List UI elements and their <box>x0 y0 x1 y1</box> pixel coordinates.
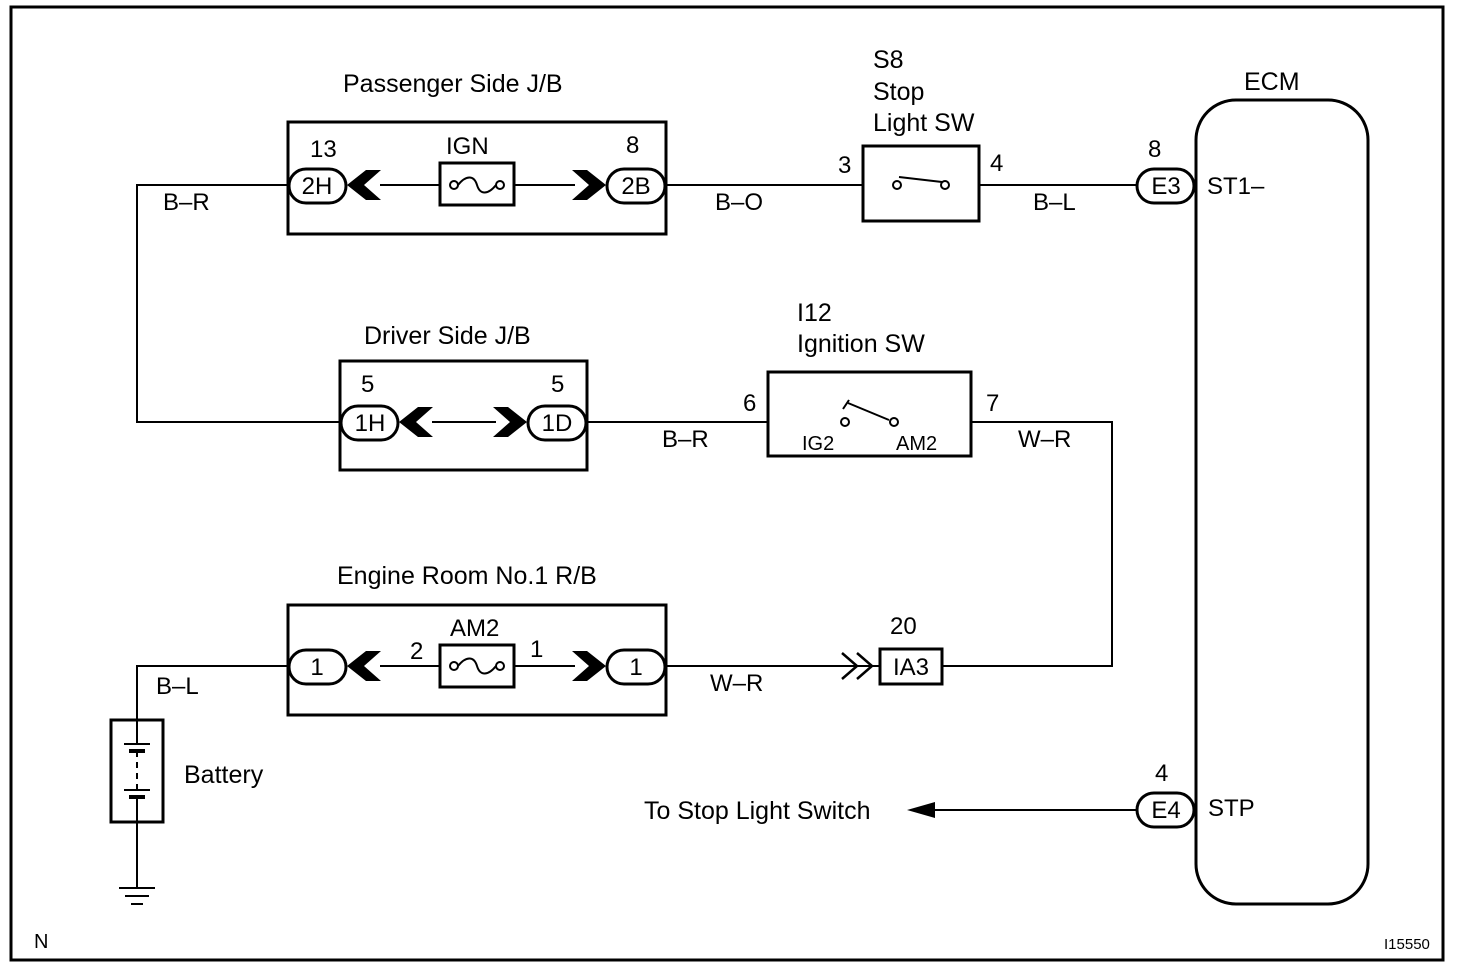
ecm-top-pin: 8 <box>1148 136 1161 163</box>
connector-engine-right-label: 1 <box>629 654 642 681</box>
connector-engine-left-label: 1 <box>310 654 323 681</box>
chevron-left-icon <box>347 170 381 200</box>
junction-box <box>878 647 944 686</box>
am2-fuse-box <box>438 643 516 689</box>
wire-label-stop-ecm: B–L <box>1033 189 1076 216</box>
battery-label: Battery <box>184 761 264 789</box>
connector-2h <box>287 167 348 205</box>
connector-e3 <box>1135 167 1196 205</box>
stop-sw-line2: Stop <box>873 78 924 106</box>
chevron-left-icon <box>399 407 433 437</box>
stop-light-switch-arrow-label: To Stop Light Switch <box>644 797 871 825</box>
connector-1h <box>339 404 400 442</box>
passenger-right-pin: 8 <box>626 132 639 159</box>
stop-sw-box <box>861 144 981 223</box>
stop-light-switch: S8 Stop Light SW 3 4 <box>838 46 1003 223</box>
ign-fuse-box <box>438 161 516 207</box>
fuse-icon <box>457 657 497 675</box>
double-chevron-icon <box>841 652 859 680</box>
junction-label: IA3 <box>893 654 929 681</box>
connector-1d-label: 1D <box>542 410 573 437</box>
wire-label-ign-out: W–R <box>1018 426 1071 453</box>
ign-sw-pin-in: 6 <box>743 390 756 417</box>
engine-room-rb: Engine Room No.1 R/B 1 AM2 2 1 1 <box>286 562 668 717</box>
wire-label-pass-right: B–O <box>715 189 763 216</box>
switch-contact-icon <box>898 176 943 183</box>
chevron-right-icon <box>572 651 606 681</box>
wire-label-pass-left: B–R <box>163 189 210 216</box>
chevron-right-icon <box>572 170 606 200</box>
connector-e3-label: E3 <box>1151 173 1180 200</box>
connector-e4 <box>1135 791 1196 829</box>
switch-contact-icon <box>847 402 890 421</box>
ecm-bot-pin: 4 <box>1155 760 1168 787</box>
ign-sw-term-ig2: IG2 <box>802 433 834 455</box>
ecm-term-stp: STP <box>1208 795 1255 822</box>
stop-sw-line3: Light SW <box>873 109 975 137</box>
passenger-jb-box <box>286 120 668 236</box>
ign-sw-term-am2: AM2 <box>896 433 937 455</box>
passenger-left-pin: 13 <box>310 136 337 163</box>
ign-sw-pin-out: 7 <box>986 390 999 417</box>
connector-engine-right <box>605 648 667 686</box>
figure-frame <box>9 5 1445 962</box>
stop-sw-pin-out: 4 <box>990 150 1003 177</box>
fuse-icon <box>457 176 497 194</box>
wire-label-engine-left: B–L <box>156 673 199 700</box>
connector-e4-label: E4 <box>1151 797 1180 824</box>
wire-lines <box>136 184 1137 888</box>
passenger-side-jb: Passenger Side J/B 13 2H IGN 8 2B <box>286 70 668 236</box>
passenger-jb-title: Passenger Side J/B <box>343 70 563 98</box>
driver-jb-title: Driver Side J/B <box>364 322 531 350</box>
engine-rb-title: Engine Room No.1 R/B <box>337 562 597 590</box>
connector-engine-left <box>287 648 348 686</box>
connector-2h-label: 2H <box>302 173 333 200</box>
wire-label-engine-right: W–R <box>710 670 763 697</box>
ign-fuse-label: IGN <box>446 133 489 160</box>
wire-label-driver-right: B–R <box>662 426 709 453</box>
ign-sw-line2: Ignition SW <box>797 330 925 358</box>
battery: Battery <box>109 718 264 824</box>
stop-sw-pin-in: 3 <box>838 152 851 179</box>
ground-icon <box>119 887 155 905</box>
ecm: ECM 8 E3 ST1– 4 E4 STP <box>1135 68 1370 906</box>
am2-fuse-label: AM2 <box>450 615 499 642</box>
stop-sw-line1: S8 <box>873 46 904 74</box>
arrow-left-icon <box>907 802 935 818</box>
junction-ia3: 20 IA3 <box>841 613 944 686</box>
am2-fuse-pin-left: 2 <box>410 638 423 665</box>
connector-2b-label: 2B <box>621 173 650 200</box>
ignition-switch: I12 Ignition SW 6 7 IG2 AM2 <box>743 299 999 458</box>
border-letter: N <box>34 931 48 953</box>
am2-fuse-pin-right: 1 <box>530 636 543 663</box>
ecm-box <box>1194 98 1370 906</box>
ecm-term-st1: ST1– <box>1207 173 1265 200</box>
figure-code: I15550 <box>1384 936 1430 953</box>
connector-1h-label: 1H <box>355 410 386 437</box>
driver-side-jb: Driver Side J/B 5 1H 5 1D <box>338 322 589 472</box>
connector-1d <box>526 404 588 442</box>
ecm-title: ECM <box>1244 68 1300 96</box>
chevron-left-icon <box>347 651 381 681</box>
driver-right-pin: 5 <box>551 371 564 398</box>
connector-2b <box>605 167 667 205</box>
ign-sw-box <box>766 370 973 458</box>
driver-left-pin: 5 <box>361 371 374 398</box>
ign-sw-line1: I12 <box>797 299 832 327</box>
driver-jb-box <box>338 359 589 472</box>
engine-rb-box <box>286 603 668 717</box>
chevron-right-icon <box>493 407 527 437</box>
junction-pin: 20 <box>890 613 917 640</box>
